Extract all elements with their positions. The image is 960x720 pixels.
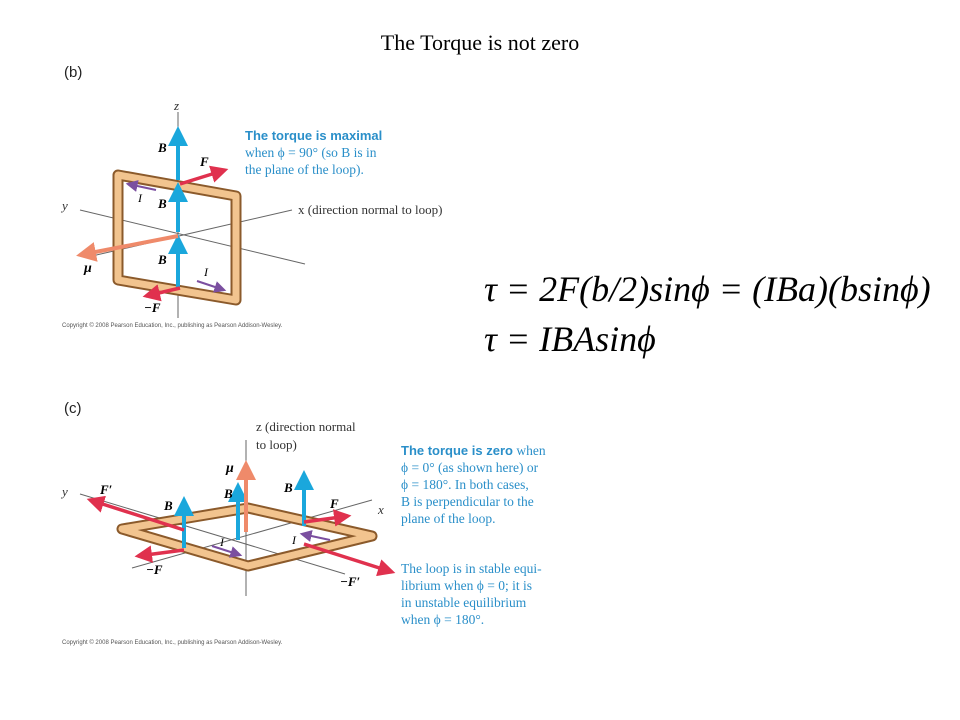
b-force-top [179, 165, 229, 186]
c-current-right [299, 530, 331, 542]
c-note2-line1: The loop is in stable equi- [401, 561, 542, 576]
b-y-label: y [60, 198, 68, 213]
c-x-label: x [377, 502, 384, 517]
b-y-axis [79, 209, 306, 265]
c-B-label-center: B [223, 486, 233, 501]
b-current-bottom [196, 280, 227, 293]
c-F-label: F [329, 496, 339, 511]
c-Fp-label: F′ [99, 482, 113, 497]
c-B-label-left: B [163, 498, 173, 513]
c-x-axis [131, 499, 373, 569]
c-loop-edge [116, 502, 378, 572]
c-z-label-2: to loop) [256, 437, 297, 452]
slide-title: The Torque is not zero [380, 30, 580, 55]
c-note1-line2: ϕ = 0° (as shown here) or [401, 460, 539, 475]
b-mu-arrow [76, 234, 179, 262]
c-negF-label: −F [146, 562, 163, 577]
panel-b-label: (b) [64, 64, 83, 81]
b-current-top [125, 180, 157, 192]
c-torque-note: The torque is zero when ϕ = 0° (as shown… [401, 442, 546, 527]
c-current-label-right: I [291, 533, 297, 547]
c-note1-line5: plane of the loop. [401, 511, 496, 526]
equation-1: τ = 2F(b/2)sinϕ = (IBa)(bsinϕ) [484, 269, 931, 309]
c-negFp-label: −F′ [340, 574, 361, 589]
c-note1-bold: The torque is zero [401, 443, 513, 458]
b-B-label-mid: B [157, 196, 167, 211]
b-x-label: x (direction normal to loop) [298, 202, 442, 217]
b-B-label-bottom: B [157, 252, 167, 267]
c-note2-line2: librium when ϕ = 0; it is [401, 578, 532, 593]
c-y-label: y [60, 484, 68, 499]
b-note-bold: The torque is maximal [245, 128, 383, 143]
c-note2-line4: when ϕ = 180°. [401, 612, 485, 627]
c-z-label-1: z (direction normal [256, 419, 356, 434]
c-note1-line3: ϕ = 180°. In both cases, [401, 477, 529, 492]
c-force-F [303, 509, 352, 527]
b-z-label: z [173, 98, 179, 113]
c-force-negFp [303, 542, 396, 577]
c-copyright: Copyright © 2008 Pearson Education, Inc.… [62, 640, 283, 646]
c-loop [118, 504, 376, 570]
c-note2-line3: in unstable equilibrium [401, 595, 527, 610]
c-y-axis [79, 493, 346, 575]
c-force-Fp [86, 495, 185, 532]
b-note-line1: when ϕ = 90° (so B is in [245, 145, 377, 160]
b-force-bottom [142, 284, 181, 302]
c-current-label-left: I [219, 535, 225, 549]
c-mu-label: μ [225, 461, 234, 476]
b-negF-label: −F [144, 300, 161, 315]
b-mu-label: μ [83, 261, 92, 276]
b-torque-note: The torque is maximal when ϕ = 90° (so B… [245, 127, 382, 178]
b-F-label: F [199, 154, 209, 169]
b-current-label-bottom: I [203, 265, 209, 279]
c-B-label-right: B [283, 480, 293, 495]
c-equilibrium-note: The loop is in stable equi- librium when… [401, 560, 542, 628]
b-x-axis [91, 209, 293, 257]
c-note1-rest: when [512, 443, 546, 458]
b-note-line2: the plane of the loop). [245, 162, 364, 177]
b-B-label-top: B [157, 140, 167, 155]
b-loop-edge [112, 169, 242, 306]
c-force-negF [134, 545, 185, 563]
equation-2: τ = IBAsinϕ [484, 319, 656, 359]
panel-c-label: (c) [64, 400, 82, 417]
b-loop [114, 171, 240, 304]
c-current-left [211, 545, 243, 558]
c-note1-line4: B is perpendicular to the [401, 494, 534, 509]
b-copyright: Copyright © 2008 Pearson Education, Inc.… [62, 323, 283, 329]
b-current-label-top: I [137, 191, 143, 205]
